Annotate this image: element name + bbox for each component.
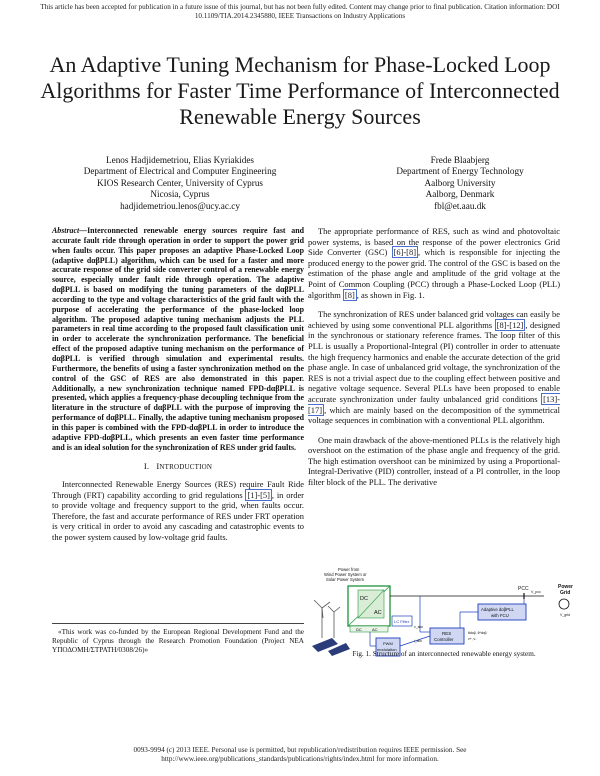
fig-dc-label: DC [360,596,368,602]
fig-adaptive-1: Adaptive dαβPLL [481,607,515,612]
body-paragraph-2: The synchronization of RES under balance… [308,309,560,426]
fig-lc-filter: LC Filter [394,619,410,624]
abstract-label: Abstract [52,226,80,235]
fig-out-1: θdαβ, θ*dαβ [468,631,487,635]
abstract-text: —Interconnected renewable energy sources… [52,226,304,452]
p1-text-a: The appropriate performance of RES, such… [308,226,560,258]
author-center: KIOS Research Center, University of Cypr… [97,177,263,188]
citation-link[interactable]: [13]-[17] [308,392,560,416]
body-paragraph-1: The appropriate performance of RES, such… [308,226,560,301]
wind-turbines-icon [313,599,341,638]
solar-panels-icon [312,638,350,656]
intro-text-a: Interconnected Renewable Energy Sources … [52,479,304,500]
header-line-1: This article has been accepted for publi… [40,3,560,11]
fig-controller: Controller [434,637,454,642]
figure-caption: Fig. 1. Structure of an interconnected r… [352,650,536,658]
intro-text-b: , in order to provide voltage and freque… [52,489,304,542]
citation-link[interactable]: [1]-[5] [245,488,272,501]
fig-power: Power [558,584,573,590]
author-names: Lenos Hadjidemetriou, Elias Kyriakides [106,155,254,165]
author-city: Nicosia, Cyprus [150,189,210,200]
p1-text-b: , which is responsible for injecting the… [308,247,560,300]
fig-res: RES [442,631,451,636]
pwm-box [375,637,401,657]
body-paragraph-3: One main drawback of the above-mentioned… [308,434,560,488]
left-column: Abstract—Interconnected renewable energy… [52,226,304,543]
author-email: fbl@et.aau.dk [434,200,486,211]
footer-line-2[interactable]: http://www.ieee.org/publications_standar… [161,755,439,763]
abstract: Abstract—Interconnected renewable energy… [52,226,304,452]
p2-text-b: , designed in the synchronous or station… [308,319,560,404]
fig-label-wind-pv: Wind Power System or [324,572,367,577]
page-header: This article has been accepted for publi… [0,3,600,21]
fig-vabc: v_abc [414,625,423,629]
fig-adaptive-2: with FCU [491,613,509,618]
fig-vpcc: V_pcc [531,590,541,594]
fig-modulation: modulation [377,647,397,652]
author-dept: Department of Electrical and Computer En… [83,166,277,177]
figure-1-diagram: Power from Wind Power System or Solar Po… [312,567,573,657]
grid-source-icon [558,598,570,610]
fig-vgrid: V_grid [560,613,570,617]
section-title-cap: I [156,461,160,472]
author-city: Aalborg, Denmark [425,189,495,200]
footnote-text: «This work was co-funded by the European… [52,628,304,654]
intro-paragraph: Interconnected Renewable Energy Sources … [52,479,304,543]
fig-ac-lower: AC [372,627,378,632]
author-email: hadjidemetriou.lenos@ucy.ac.cy [120,200,240,211]
fig-ac-label: AC [374,610,382,616]
section-number: I. [143,461,150,472]
p1-text-c: , as shown in Fig. 1. [356,289,425,300]
author-dept: Department of Energy Technology [396,166,524,177]
fig-label-solar: Solar Power System [326,577,364,582]
paper-title: An Adaptive Tuning Mechanism for Phase-L… [40,52,560,129]
citation-link[interactable]: [8] [342,288,357,301]
fig-pwm: PWM [383,641,393,646]
footer-line-1: 0093-9994 (c) 2013 IEEE. Personal use is… [133,746,467,754]
p2-text-c: , which are mainly based on the decompos… [308,404,560,426]
header-line-2: 10.1109/TIA.2014.2345880, IEEE Transacti… [194,12,406,20]
fig-grid: Grid [560,590,570,596]
right-column: The appropriate performance of RES, such… [308,226,560,488]
author-names: Frede Blaabjerg [430,155,490,165]
citation-link[interactable]: [6]-[8] [391,246,419,259]
fig-label-power-from: Power from [338,567,360,572]
fig-out-2: v+, v- [468,637,476,641]
page-footer: 0093-9994 (c) 2013 IEEE. Personal use is… [0,746,600,764]
author-block-left: Lenos Hadjidemetriou, Elias Kyriakides D… [40,155,320,212]
author-block-right: Frede Blaabjerg Department of Energy Tec… [360,155,560,212]
citation-link[interactable]: [8]-[12] [494,318,526,331]
lc-filter-box [391,615,413,627]
section-heading: I. INTRODUCTION [52,461,304,473]
fig-pcc: PCC [518,586,529,592]
p2-text-a: The synchronization of RES under balance… [308,309,560,330]
fig-iabc: i_abc [414,639,423,643]
section-title-rest: NTRODUCTION [159,463,213,472]
author-univ: Aalborg University [424,177,496,188]
footnote: «This work was co-funded by the European… [52,623,304,655]
fig-dc-lower: DC [356,627,362,632]
